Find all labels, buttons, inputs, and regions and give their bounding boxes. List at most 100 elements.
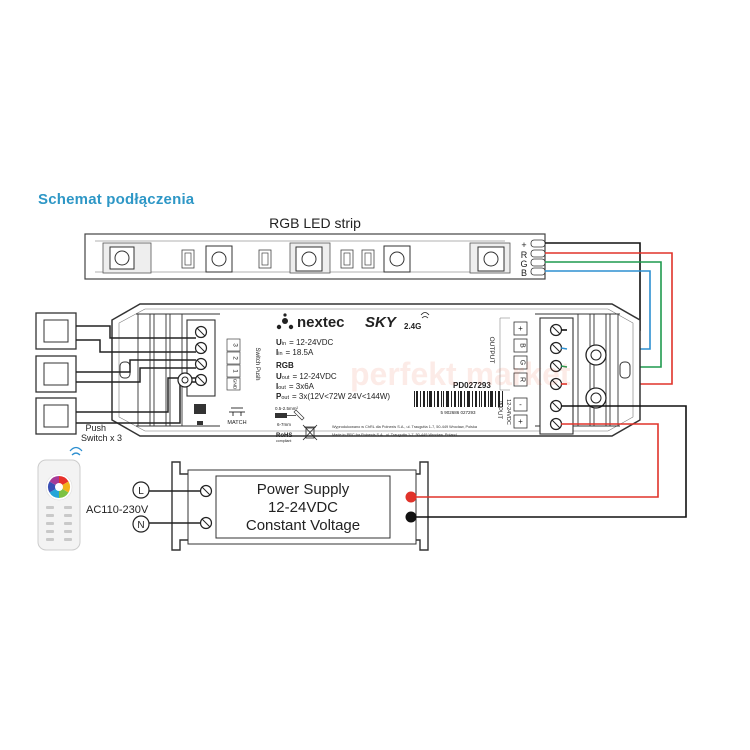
remote-body: [37, 459, 81, 551]
specs: Uin= 12-24VDC Iin= 18.5A RGB Uout= 12-24…: [276, 338, 390, 401]
controller-housing: [111, 303, 641, 437]
spec-uin-sub: in: [282, 341, 286, 347]
spec-uout-sub: out: [282, 375, 290, 381]
remote-control: [37, 446, 83, 551]
strip-pin-label: +: [521, 240, 526, 250]
psu-line-2: 12-24VDC: [268, 499, 338, 516]
neutral-label: N: [137, 520, 144, 531]
spec-uin-value: = 12-24VDC: [289, 338, 333, 347]
rohs-mark: RoHS compliant: [276, 433, 292, 443]
spec-pout-value: = 3x(12V<72W 24V<144W): [292, 392, 390, 401]
spec-iout-sub: out: [278, 385, 286, 391]
output-pin-g: G: [519, 360, 526, 365]
switch-pin-3: 3: [232, 343, 239, 347]
spec-iout-value: = 3x6A: [289, 382, 315, 391]
resistor: [181, 249, 195, 269]
barcode: [414, 391, 503, 407]
part-number: PD027293: [453, 381, 491, 390]
svg-text:Pout= 3x(12V<72W 24V<144W): Pout= 3x(12V<72W 24V<144W): [276, 392, 390, 401]
svg-text:Uout= 12-24VDC: Uout= 12-24VDC: [276, 372, 337, 381]
svg-text:Iout= 3x6A: Iout= 3x6A: [276, 382, 315, 391]
nextec-logo: nextec SKY 2.4G: [276, 312, 430, 331]
psu-line-3: Constant Voltage: [246, 517, 360, 534]
model-name: SKY: [365, 314, 398, 331]
spec-iin-sub: in: [278, 351, 282, 357]
switch-pin-1: 1: [232, 369, 239, 373]
spec-iin-value: = 18.5A: [286, 348, 314, 357]
live-label: L: [138, 486, 144, 497]
wire-size: 0.5-2.5mm²: [275, 406, 299, 411]
footer-line-2: Made in PRC for Polnexis S.A., ul. Traug…: [332, 433, 457, 437]
wire-spec: 0.5-2.5mm² 6-7mm: [275, 406, 305, 427]
live-marker: [132, 481, 150, 499]
spec-pout-sub: out: [281, 395, 289, 401]
strip-length: 6-7mm: [277, 422, 291, 427]
push-switch: [35, 312, 77, 350]
neutral-marker: [132, 515, 150, 533]
strip-label: RGB LED strip: [269, 215, 361, 231]
psu-out-minus: [405, 511, 417, 523]
push-switch: [35, 397, 77, 435]
color-wheel: [48, 476, 70, 498]
switch-pin-2: 2: [232, 356, 239, 360]
spec-pout-symbol: P: [276, 392, 282, 401]
mains-label: AC110-230V: [86, 504, 149, 516]
led-chip: [289, 242, 331, 274]
wire-psu-plus: [416, 423, 659, 498]
diagram-title: Schemat podłączenia: [38, 191, 195, 208]
output-pin-plus: +: [518, 324, 523, 333]
mount-hole: [119, 361, 131, 379]
switch-terminal: [186, 319, 216, 425]
strip-pins: + R G B: [520, 239, 546, 278]
input-pin-labels: INPUT 12-24VDC - +: [496, 397, 528, 429]
signal-icon: [69, 446, 83, 456]
led-chip: [383, 245, 411, 273]
input-wires: [416, 405, 687, 518]
input-label: INPUT: [496, 401, 502, 419]
psu-out-plus: [405, 491, 417, 503]
psu-line-1: Power Supply: [257, 481, 350, 498]
switch-push-label: Switch Push: [254, 347, 260, 380]
input-voltage: 12-24VDC: [505, 399, 511, 425]
switch-pin-labels: 3 2 1 GND Switch Push: [226, 338, 260, 391]
frequency: 2.4G: [404, 322, 421, 331]
strip-pin-label: B: [521, 268, 527, 278]
svg-text:Iin= 18.5A: Iin = 18.5A: [276, 348, 314, 357]
switch-pin-gnd: GND: [232, 379, 238, 390]
wifi-icon: [420, 312, 430, 319]
resistor: [258, 249, 272, 269]
input-pin-minus: -: [519, 400, 522, 409]
weee-bin-icon: [302, 424, 318, 441]
led-chip: [102, 242, 152, 274]
remote-buttons: [46, 506, 72, 541]
spec-uout-value: = 12-24VDC: [292, 372, 336, 381]
match-symbol: MATCH: [227, 407, 247, 426]
resistor: [340, 249, 354, 269]
power-supply: Power Supply 12-24VDC Constant Voltage: [171, 461, 429, 551]
strip-pin-label: R: [521, 250, 528, 260]
resistor: [361, 249, 375, 269]
output-pin-labels: OUTPUT + B G R: [488, 317, 528, 391]
output-terminal: [539, 317, 574, 435]
mains-input: AC110-230V L N: [86, 481, 200, 533]
mount-hole: [619, 361, 631, 379]
match-label: MATCH: [227, 420, 246, 426]
spec-uout-symbol: U: [276, 372, 282, 381]
push-switch-label-1: Push: [85, 423, 106, 433]
rohs-label: RoHS: [276, 433, 292, 439]
output-pin-r: R: [519, 377, 526, 382]
watermark: perfekt market: [350, 356, 571, 392]
strip-pin-label: G: [520, 259, 527, 269]
svg-text:Uin= 12-24VDC: Uin= 12-24VDC: [276, 338, 334, 347]
led-strip: RGB LED strip: [84, 215, 546, 280]
spec-iin-symbol: I: [276, 348, 278, 357]
push-switch-label-2: Switch x 3: [81, 433, 122, 443]
spec-iout-symbol: I: [276, 382, 278, 391]
push-switches: Push Switch x 3: [35, 312, 122, 443]
nextec-icon: [276, 313, 294, 330]
match-button: [194, 404, 206, 414]
screwdriver-icon: [293, 409, 305, 421]
barcode-digits: 5 902686 027293: [440, 410, 476, 415]
push-switch: [35, 355, 77, 393]
controller: 3 2 1 GND Switch Push MATCH nextec SKY 2…: [111, 303, 641, 443]
